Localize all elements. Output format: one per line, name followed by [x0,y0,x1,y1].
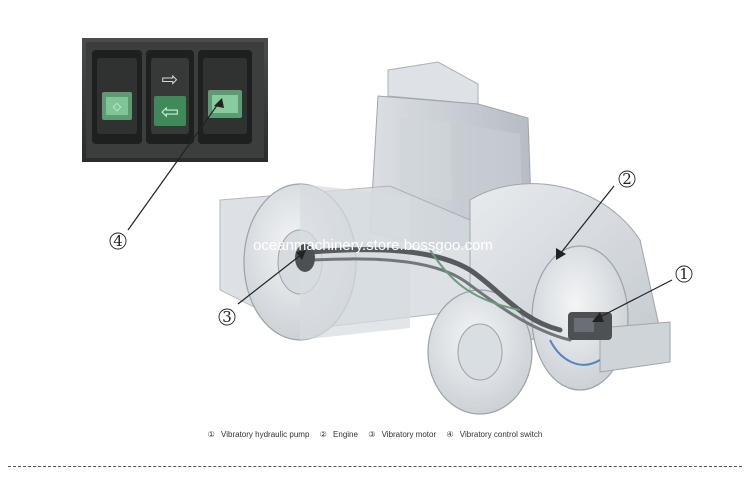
dashed-divider [8,466,742,467]
svg-text:◇: ◇ [113,100,122,113]
vibration-rocker-switch [198,50,252,144]
svg-text:1: 1 [679,265,689,283]
svg-text:4: 4 [113,232,123,250]
callout-2: 2 [618,170,636,188]
legend-caption: ① Vibratory hydraulic pump ② Engine ③ Vi… [0,430,750,439]
rear-wheel [427,289,533,415]
vibratory-motor [295,244,315,272]
left-rocker-switch: ◇ [92,50,142,144]
front-drum [243,183,410,341]
svg-text:2: 2 [622,170,632,188]
callout-3: 3 [218,308,236,326]
legend-item-pump: ① Vibratory hydraulic pump [207,430,310,439]
arrowhead-1 [592,312,604,322]
arrowhead-3 [296,250,306,260]
watermark-text: oceanmachinery.store.bossgoo.com [253,237,493,254]
callout-1: 1 [675,265,693,283]
direction-rocker-switch: ⇨ ⇦ [146,50,194,144]
arrowhead-2 [556,248,566,260]
svg-text:3: 3 [222,308,232,326]
callout-4: 4 [109,232,127,250]
callout-lines [127,103,673,319]
legend-item-switch: ④ Vibratory control switch [446,430,543,439]
arrow-left-icon: ⇦ [161,100,179,125]
arrow-right-icon: ⇨ [162,67,179,91]
hydraulic-pump [568,312,612,340]
legend-item-motor: ③ Vibratory motor [368,430,437,439]
control-switch-photo: ◇ ⇨ ⇦ [82,38,268,162]
arrowhead-4 [214,98,224,108]
legend-item-engine: ② Engine [319,430,358,439]
road-roller [219,61,671,415]
